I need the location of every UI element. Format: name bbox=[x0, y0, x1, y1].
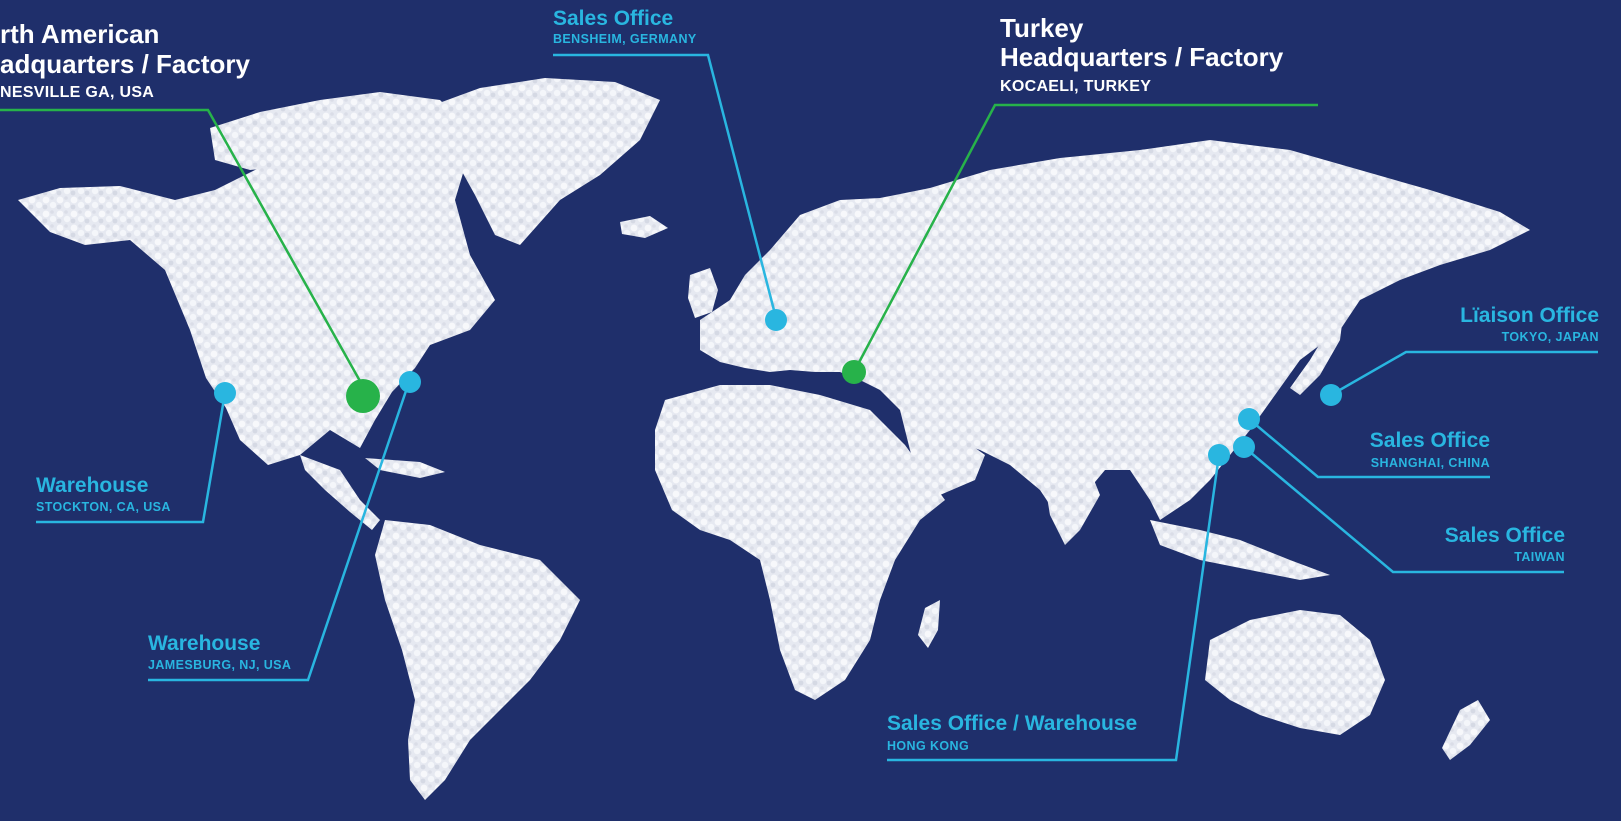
north-america bbox=[18, 108, 495, 465]
turkey-hq-leader bbox=[853, 103, 1318, 371]
south-america bbox=[375, 520, 580, 800]
shanghai-title: Sales Office bbox=[1369, 429, 1490, 452]
na-hq-leader bbox=[0, 108, 367, 391]
hongkong-place: HONG KONG bbox=[887, 739, 970, 753]
germany-title: Sales Office bbox=[553, 7, 674, 30]
madagascar bbox=[918, 600, 940, 648]
continents bbox=[18, 78, 1530, 800]
australia bbox=[1205, 610, 1385, 735]
new-zealand bbox=[1442, 700, 1490, 760]
leader-lines bbox=[0, 53, 1598, 762]
na-hq-title-line2: adquarters / Factory bbox=[0, 49, 250, 79]
stockton-marker[interactable] bbox=[214, 382, 236, 404]
tokyo-place: TOKYO, JAPAN bbox=[1501, 330, 1599, 344]
stockton-leader bbox=[36, 392, 227, 524]
jamesburg-leader bbox=[148, 381, 411, 682]
turkey-hq-title-line2: Headquarters / Factory bbox=[1000, 42, 1284, 72]
british-isles bbox=[688, 268, 718, 318]
hongkong-title: Sales Office / Warehouse bbox=[887, 712, 1138, 735]
iceland bbox=[620, 216, 668, 238]
greenland bbox=[420, 78, 660, 245]
shanghai-leader bbox=[1248, 418, 1490, 479]
hongkong-leader bbox=[887, 454, 1221, 762]
arctic-islands bbox=[210, 92, 470, 170]
shanghai-place: SHANGHAI, CHINA bbox=[1370, 456, 1490, 470]
tokyo-marker[interactable] bbox=[1320, 384, 1342, 406]
jamesburg-marker[interactable] bbox=[399, 371, 421, 393]
hongkong-marker[interactable] bbox=[1208, 444, 1230, 466]
germany-leader bbox=[553, 53, 778, 319]
na-hq-place: NESVILLE GA, USA bbox=[0, 84, 155, 101]
turkey-hq-place: KOCAELI, TURKEY bbox=[1000, 78, 1152, 95]
africa bbox=[655, 385, 945, 700]
shanghai-marker[interactable] bbox=[1238, 408, 1260, 430]
caribbean bbox=[365, 458, 445, 478]
germany-place: BENSHEIM, GERMANY bbox=[553, 32, 697, 46]
jamesburg-place: JAMESBURG, NJ, USA bbox=[148, 658, 292, 672]
na-hq-marker[interactable] bbox=[346, 379, 380, 413]
southeast-asia bbox=[1150, 520, 1330, 580]
turkey-hq-title-line1: Turkey bbox=[1000, 13, 1084, 43]
tokyo-title: Lïaison Office bbox=[1460, 304, 1599, 327]
japan bbox=[1290, 300, 1345, 395]
central-america bbox=[300, 455, 380, 530]
eurasia bbox=[700, 140, 1530, 520]
jamesburg-title: Warehouse bbox=[148, 632, 261, 655]
location-markers bbox=[214, 309, 1342, 466]
turkey-hq-marker[interactable] bbox=[842, 360, 866, 384]
taiwan-marker[interactable] bbox=[1233, 436, 1255, 458]
germany-marker[interactable] bbox=[765, 309, 787, 331]
taiwan-title: Sales Office bbox=[1444, 524, 1565, 547]
taiwan-leader bbox=[1243, 446, 1564, 574]
taiwan-place: TAIWAN bbox=[1514, 550, 1565, 564]
tokyo-leader bbox=[1330, 350, 1598, 397]
na-hq-title-line1: rth American bbox=[0, 19, 160, 49]
stockton-place: STOCKTON, CA, USA bbox=[36, 500, 171, 514]
india bbox=[1040, 455, 1100, 545]
stockton-title: Warehouse bbox=[36, 474, 149, 497]
